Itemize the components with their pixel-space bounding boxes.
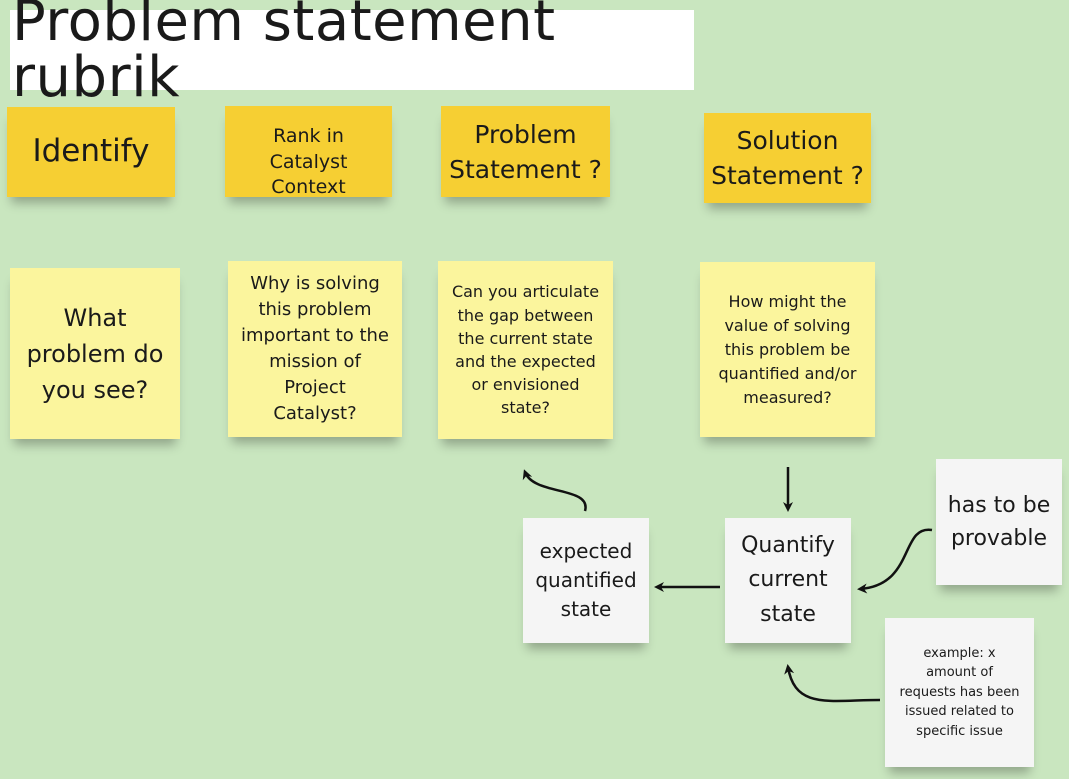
page-title-text: Problem statement rubrik xyxy=(12,0,556,110)
note-text: has to be provable xyxy=(947,493,1051,551)
header-note-identify[interactable]: Identify xyxy=(7,107,175,197)
note-quantify-current-state[interactable]: Quantify current state xyxy=(725,518,851,643)
question-note-text: Can you articulate the gap between the c… xyxy=(451,282,600,418)
arrow-example-to-quantify xyxy=(784,664,881,703)
header-note-rank[interactable]: Rank in Catalyst Context xyxy=(225,106,392,198)
question-note-rank[interactable]: Why is solving this problem important to… xyxy=(228,261,402,437)
question-note-text: Why is solving this problem important to… xyxy=(241,272,389,425)
question-note-text: What problem do you see? xyxy=(26,303,164,404)
note-has-to-be-provable[interactable]: has to be provable xyxy=(936,459,1062,585)
note-text: Quantify current state xyxy=(741,533,835,627)
header-note-label: Identify xyxy=(32,133,150,170)
question-note-solution-statement[interactable]: How might the value of solving this prob… xyxy=(700,262,875,437)
header-note-label: Problem Statement ? xyxy=(449,119,602,184)
note-example[interactable]: example: x amount of requests has been i… xyxy=(885,618,1034,767)
arrow-provable-to-quantify xyxy=(857,528,933,594)
arrow-expected-to-problem xyxy=(522,469,587,512)
header-note-label: Solution Statement ? xyxy=(711,126,864,190)
note-text: example: x amount of requests has been i… xyxy=(899,645,1020,739)
question-note-problem-statement[interactable]: Can you articulate the gap between the c… xyxy=(438,261,613,439)
header-note-solution-statement[interactable]: Solution Statement ? xyxy=(704,113,871,203)
question-note-identify[interactable]: What problem do you see? xyxy=(10,268,180,439)
note-text: expected quantified state xyxy=(535,539,637,621)
question-note-text: How might the value of solving this prob… xyxy=(718,291,857,407)
header-note-problem-statement[interactable]: Problem Statement ? xyxy=(441,106,610,197)
note-expected-quantified-state[interactable]: expected quantified state xyxy=(523,518,649,643)
header-note-label: Rank in Catalyst Context xyxy=(269,125,348,199)
page-title: Problem statement rubrik xyxy=(10,0,694,106)
